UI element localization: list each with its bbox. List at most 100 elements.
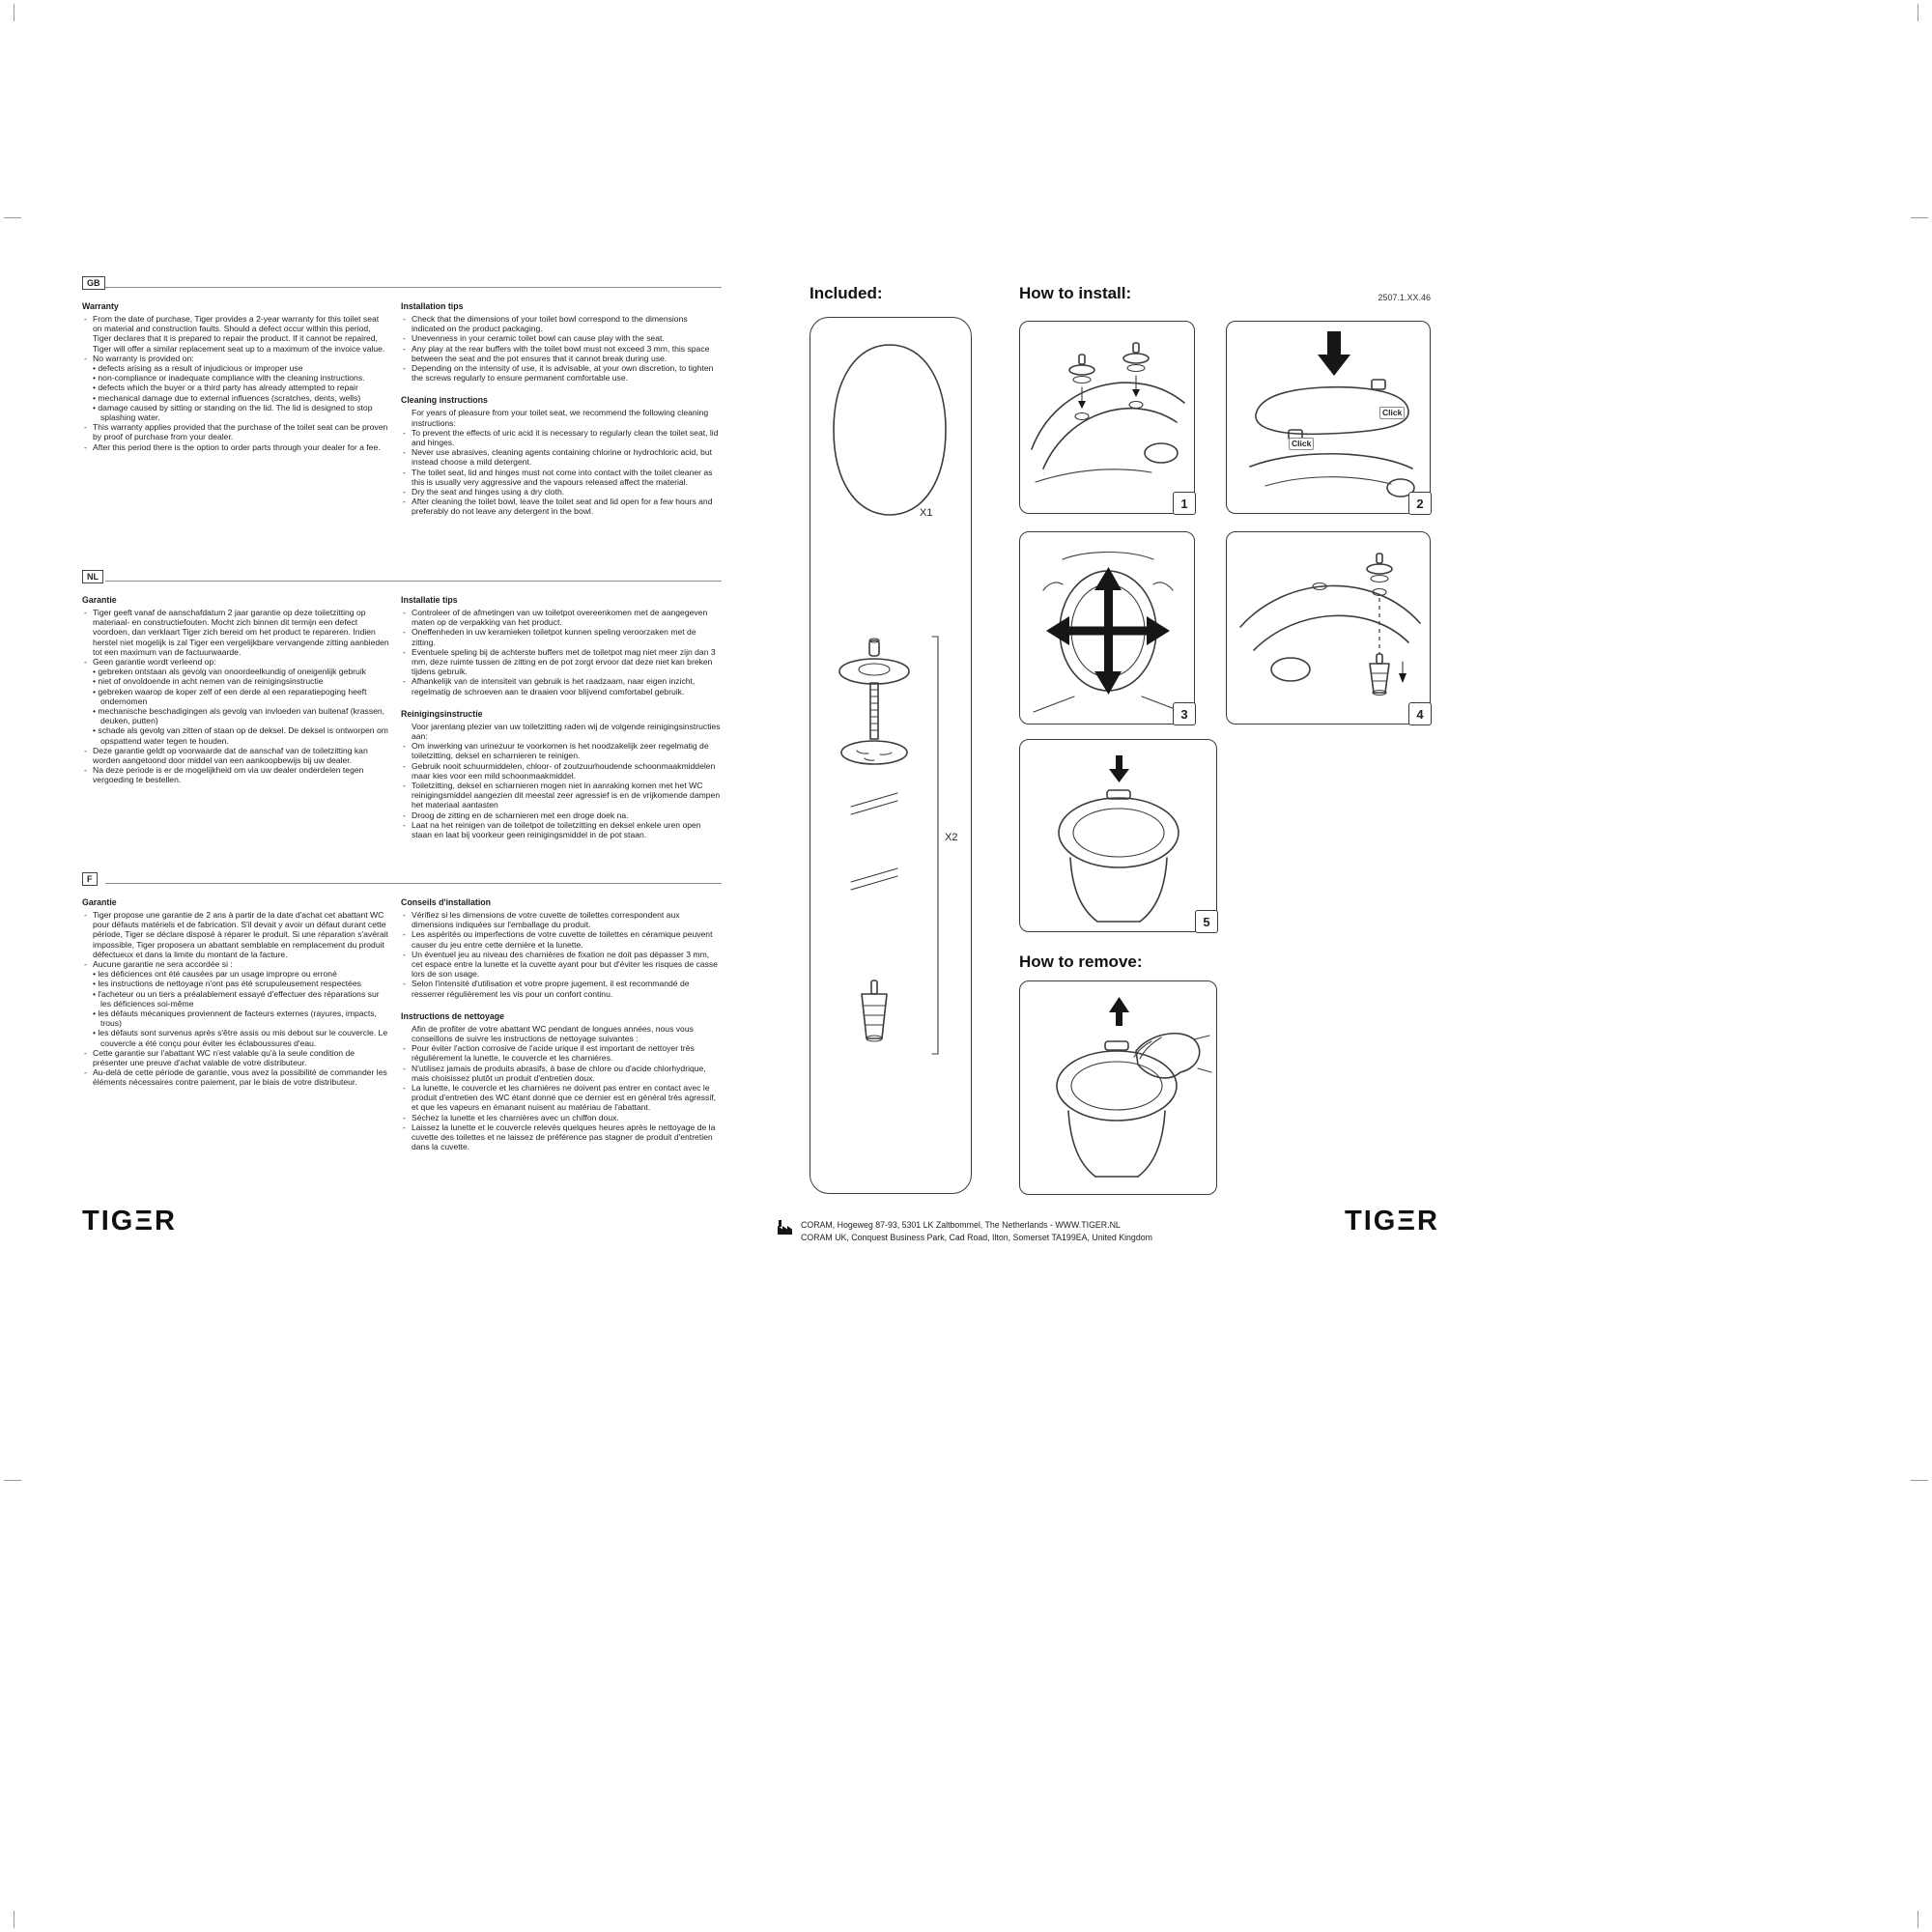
dash-bullet: - <box>403 910 406 920</box>
instruction-block: Conseils d'installation-Vérifiez si les … <box>401 897 722 999</box>
step-number-badge: 4 <box>1408 702 1432 725</box>
seat-outline <box>1056 1050 1178 1122</box>
section-divider <box>105 581 722 582</box>
hinge-pin <box>868 639 880 657</box>
dash-bullet: - <box>403 608 406 617</box>
dash-bullet: - <box>84 657 87 668</box>
block-heading: Installation tips <box>401 301 464 311</box>
section-column-right: Installation tips-Check that the dimensi… <box>401 301 722 529</box>
block-intro: Afin de profiter de votre abattant WC pe… <box>412 1023 694 1044</box>
block-intro: For years of pleasure from your toilet s… <box>412 408 709 428</box>
install-step-4-panel: 4 <box>1226 531 1432 725</box>
install-title: How to install: <box>1019 284 1132 302</box>
adjust-arrow-down <box>1094 671 1122 695</box>
dash-bullet: - <box>403 627 406 638</box>
dash-bullet: - <box>403 676 406 687</box>
section-column-right: Installatie tips-Controleer of de afmeti… <box>401 595 722 852</box>
dash-bullet: - <box>84 745 87 755</box>
sub-bullet-item: • niet of onvoldoende in acht nemen van … <box>93 676 324 687</box>
hinge-base-plate <box>840 740 908 765</box>
step-number-badge: 3 <box>1173 702 1196 725</box>
list-item: -Never use abrasives, cleaning agents co… <box>403 447 712 468</box>
instruction-block: Installatie tips-Controleer of de afmeti… <box>401 595 722 696</box>
list-item: -This warranty applies provided that the… <box>84 422 388 442</box>
step-4-diagram <box>1239 553 1421 696</box>
dash-bullet: - <box>403 1043 406 1054</box>
part-number: 2507.1.XX.46 <box>1378 293 1431 302</box>
step-number-badge: 5 <box>1195 910 1218 933</box>
list-item: -Les aspérités ou imperfections de votre… <box>403 929 713 950</box>
list-item: -Vérifiez si les dimensions de votre cuv… <box>403 910 680 930</box>
install-step-5-panel: 5 <box>1019 739 1218 933</box>
down-arrow <box>1109 769 1129 782</box>
sub-bullet-item: • les défauts sont survenus après s'être… <box>93 1028 388 1048</box>
dash-bullet: - <box>403 333 406 344</box>
dash-bullet: - <box>403 314 406 324</box>
sub-bullet-item: • schade als gevolg van zitten of staan … <box>93 725 388 746</box>
list-item: -Na deze periode is er de mogelijkheid o… <box>84 765 364 785</box>
dash-bullet: - <box>403 741 406 752</box>
install-step-1-panel: 1 <box>1019 321 1196 515</box>
click-label: Click <box>1289 438 1315 450</box>
included-title: Included: <box>810 284 883 302</box>
list-item: -Afhankelijk van de intensiteit van gebr… <box>403 676 696 696</box>
list-item: -N'utilisez jamais de produits abrasifs,… <box>403 1063 706 1083</box>
up-arrow <box>1109 997 1129 1012</box>
list-item: -Any play at the rear buffers with the t… <box>403 343 710 363</box>
dash-bullet: - <box>403 1083 406 1094</box>
block-heading: Warranty <box>82 301 119 311</box>
sub-bullet-item: • les défauts mécaniques proviennent de … <box>93 1009 377 1029</box>
dash-bullet: - <box>403 949 406 959</box>
list-item: -Selon l'intensité d'utilisation et votr… <box>403 979 690 999</box>
dash-bullet: - <box>84 910 87 920</box>
list-item: -Oneffenheden in uw keramieken toiletpot… <box>403 627 696 647</box>
list-item: -To prevent the effects of uric acid it … <box>403 427 719 448</box>
remove-step-panel <box>1019 980 1217 1195</box>
dash-bullet: - <box>403 979 406 989</box>
toilet-lid-outline <box>833 344 947 516</box>
sub-bullet-item: • les déficiences ont été causées par un… <box>93 969 337 980</box>
dash-bullet: - <box>403 781 406 791</box>
expansion-bolt <box>861 993 888 1039</box>
quantity-bracket <box>931 636 939 1055</box>
list-item: -From the date of purchase, Tiger provid… <box>84 314 385 354</box>
dash-bullet: - <box>84 1067 87 1078</box>
step-number-badge: 1 <box>1173 492 1196 515</box>
section-divider <box>105 287 722 288</box>
dash-bullet: - <box>84 353 87 363</box>
dash-bullet: - <box>403 1063 406 1073</box>
dash-bullet: - <box>403 646 406 657</box>
list-item: -Deze garantie geldt op voorwaarde dat d… <box>84 745 368 766</box>
step-5-diagram <box>1058 755 1179 923</box>
dash-bullet: - <box>403 467 406 477</box>
sub-bullet-item: • mechanical damage due to external infl… <box>93 392 361 403</box>
list-item: -Pour éviter l'action corrosive de l'aci… <box>403 1043 695 1064</box>
list-item: -Au-delà de cette période de garantie, v… <box>84 1067 387 1088</box>
list-item: -Laissez la lunette et le couvercle rele… <box>403 1122 716 1152</box>
included-parts-diagram <box>833 344 947 1055</box>
sub-bullet-item: • gebreken ontstaan als gevolg van onoor… <box>93 667 366 677</box>
list-item: -Droog de zitting en de scharnieren met … <box>403 810 629 820</box>
dash-bullet: - <box>84 608 87 617</box>
sub-bullet-item: • l'acheteur ou un tiers a préalablement… <box>93 988 380 1009</box>
list-item: -Eventuele speling bij de achterste buff… <box>403 646 716 677</box>
dash-bullet: - <box>403 363 406 374</box>
dash-bullet: - <box>403 810 406 820</box>
sub-bullet-item: • defects arising as a result of injudic… <box>93 363 303 374</box>
sub-bullet-item: • defects which the buyer or a third par… <box>93 383 358 393</box>
block-heading: Garantie <box>82 595 117 605</box>
section-columns: Garantie-Tiger propose une garantie de 2… <box>82 897 722 1164</box>
dash-bullet: - <box>403 447 406 458</box>
section-column-left: Warranty -From the date of purchase, Tige… <box>82 301 389 529</box>
step-2-diagram <box>1249 331 1415 497</box>
remove-diagram <box>1056 997 1212 1178</box>
down-arrow <box>1327 331 1341 355</box>
expansion-bolt-stem <box>870 980 878 995</box>
language-badge: NL <box>82 570 103 583</box>
list-item: -The toilet seat, lid and hinges must no… <box>403 467 713 487</box>
list-item: -After cleaning the toilet bowl, leave t… <box>403 497 713 517</box>
list-item: -Aucune garantie ne sera accordée si : <box>84 959 233 970</box>
dash-bullet: - <box>84 959 87 970</box>
hinge-release-button <box>1104 1040 1129 1051</box>
